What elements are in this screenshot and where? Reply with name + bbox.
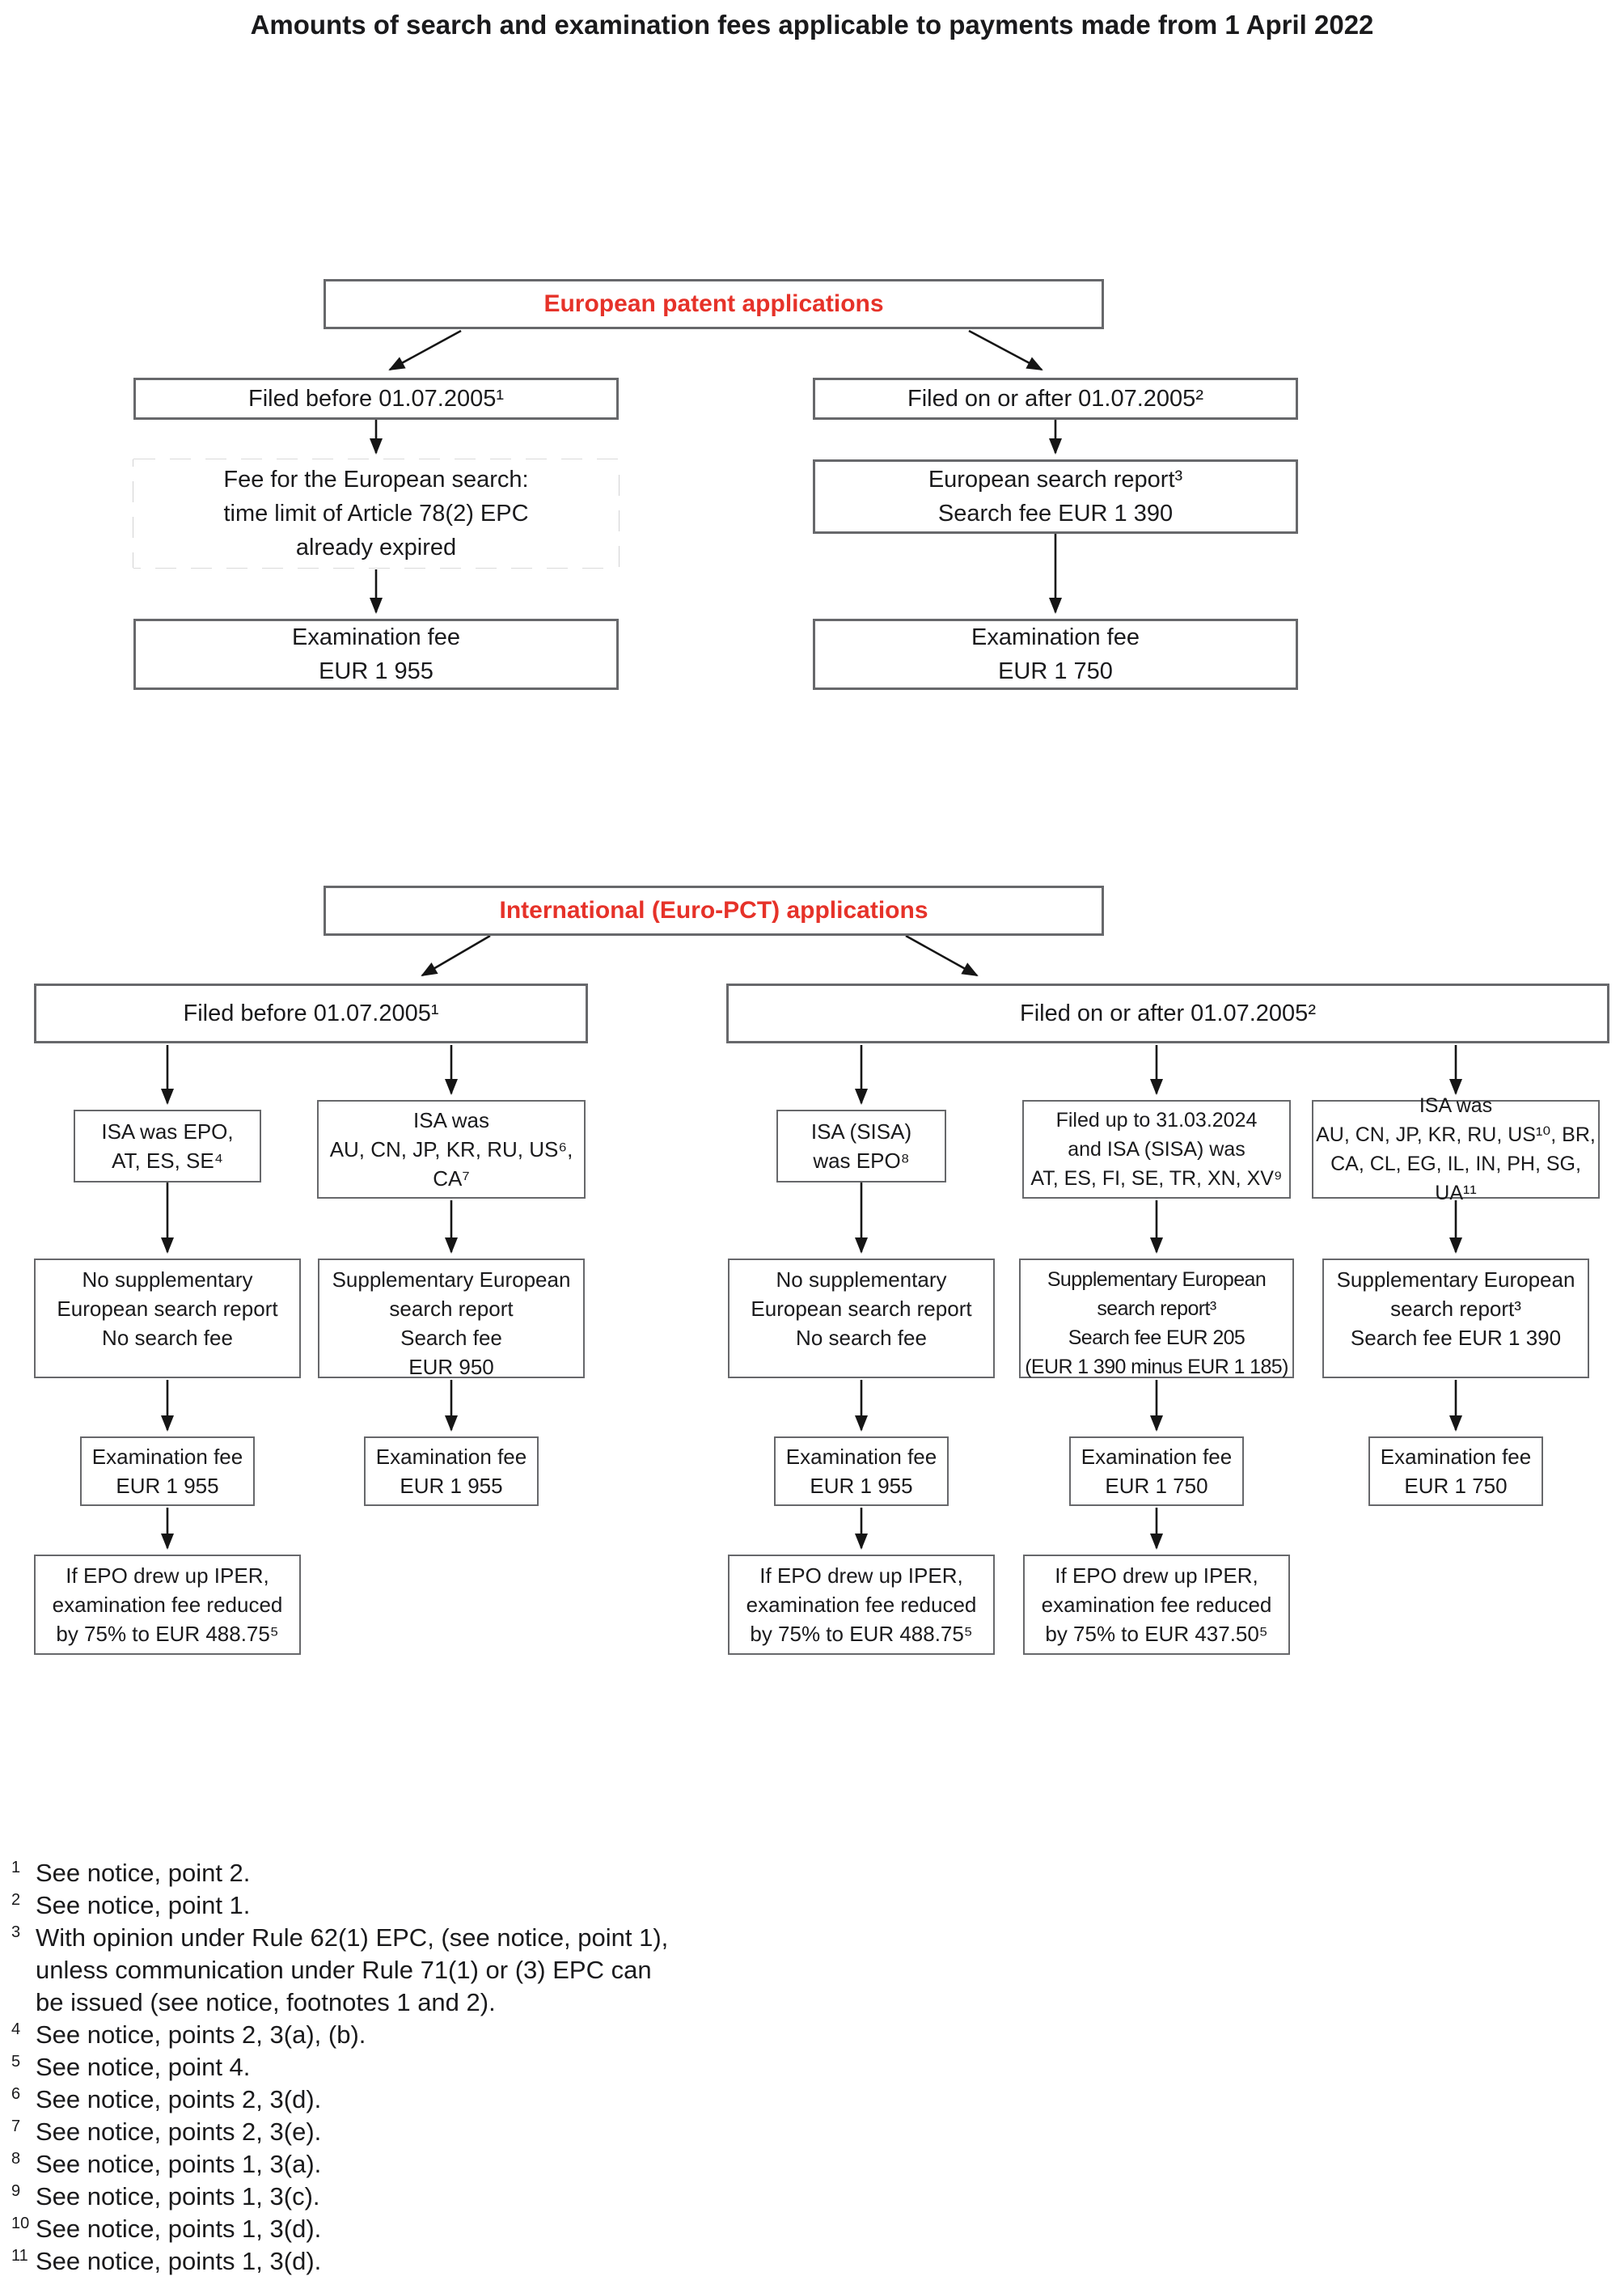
footnote-text: With opinion under Rule 62(1) EPC, (see … xyxy=(36,1923,669,2016)
footnote: 8 See notice, points 1, 3(a). xyxy=(6,2148,864,2181)
chart2-col2-isa-label: ISA was AU, CN, JP, KR, RU, US⁶, CA⁷ xyxy=(329,1108,573,1191)
chart2-col3-isa-label: ISA (SISA) was EPO⁸ xyxy=(810,1119,912,1173)
footnote-marker: 8 xyxy=(11,2150,21,2168)
chart1-search-report-label: European search report³ Search fee EUR 1… xyxy=(928,467,1183,527)
footnote-text: See notice, points 2, 3(d). xyxy=(36,2085,322,2113)
chart1-search-report-box: European search report³ Search fee EUR 1… xyxy=(813,459,1298,534)
chart2-col1-search-label: No supplementary European search report … xyxy=(57,1267,278,1350)
footnote: 3 With opinion under Rule 62(1) EPC, (se… xyxy=(6,1922,864,2019)
flow-arrow xyxy=(421,934,491,977)
chart2-col4-iper-label: If EPO drew up IPER, examination fee red… xyxy=(1041,1563,1272,1646)
footnote: 10 See notice, points 1, 3(d). xyxy=(6,2213,864,2245)
chart1-exam-fee-after-box: Examination fee EUR 1 750 xyxy=(813,619,1298,690)
footnote-text: See notice, points 1, 3(d). xyxy=(36,2215,322,2243)
chart2-filed-before-label: Filed before 01.07.2005¹ xyxy=(183,1001,439,1026)
chart2-col2-isa-box: ISA was AU, CN, JP, KR, RU, US⁶, CA⁷ xyxy=(317,1100,586,1199)
chart1-header-box: European patent applications xyxy=(324,279,1104,329)
chart1-search-expired-label: Fee for the European search: time limit … xyxy=(223,467,529,561)
footnote-marker: 3 xyxy=(11,1923,21,1941)
chart2-col5-isa-label: ISA was AU, CN, JP, KR, RU, US¹⁰, BR, CA… xyxy=(1316,1094,1596,1204)
chart1-header-label: European patent applications xyxy=(543,290,884,317)
flow-arrow xyxy=(905,934,979,977)
chart2-filed-after-box: Filed on or after 01.07.2005² xyxy=(726,984,1609,1043)
footnote-text: See notice, point 1. xyxy=(36,1891,251,1919)
footnote-marker: 7 xyxy=(11,2117,21,2135)
page-title: Amounts of search and examination fees a… xyxy=(250,10,1374,40)
footnote: 9 See notice, points 1, 3(c). xyxy=(6,2181,864,2213)
chart2-col1-exam-label: Examination fee EUR 1 955 xyxy=(91,1445,243,1498)
footnote-text: See notice, points 1, 3(d). xyxy=(36,2247,322,2275)
chart2-col3-isa-box: ISA (SISA) was EPO⁸ xyxy=(776,1110,946,1182)
footnote-marker: 4 xyxy=(11,2020,21,2038)
chart1-filed-after-box: Filed on or after 01.07.2005² xyxy=(813,378,1298,420)
chart2-header-box: International (Euro-PCT) applications xyxy=(324,886,1104,936)
footnote-text: See notice, points 2, 3(a), (b). xyxy=(36,2020,366,2049)
chart2-col2-exam-label: Examination fee EUR 1 955 xyxy=(375,1445,527,1498)
chart2-col1-isa-label: ISA was EPO, AT, ES, SE⁴ xyxy=(101,1119,234,1173)
chart2-col2-exam-box: Examination fee EUR 1 955 xyxy=(364,1436,539,1506)
footnote-text: See notice, points 1, 3(a). xyxy=(36,2150,322,2178)
chart2-col3-search-label: No supplementary European search report … xyxy=(751,1267,972,1350)
chart2-col5-exam-label: Examination fee EUR 1 750 xyxy=(1380,1445,1532,1498)
footnote-marker: 5 xyxy=(11,2053,21,2071)
chart2-col4-iper-box: If EPO drew up IPER, examination fee red… xyxy=(1023,1555,1290,1655)
footnote: 7 See notice, points 2, 3(e). xyxy=(6,2116,864,2148)
footnote-text: See notice, points 2, 3(e). xyxy=(36,2117,322,2146)
chart2-col5-search-box: Supplementary European search report³ Se… xyxy=(1322,1259,1589,1378)
chart2-col3-exam-label: Examination fee EUR 1 955 xyxy=(785,1445,937,1498)
chart2-col2-search-label: Supplementary European search report Sea… xyxy=(332,1267,571,1379)
chart2-col1-isa-box: ISA was EPO, AT, ES, SE⁴ xyxy=(74,1110,261,1182)
footnote: 11 See notice, points 1, 3(d). xyxy=(6,2245,864,2278)
chart1-search-expired-box: Fee for the European search: time limit … xyxy=(133,459,619,568)
chart2-col3-iper-label: If EPO drew up IPER, examination fee red… xyxy=(746,1563,977,1646)
footnote-marker: 9 xyxy=(11,2182,21,2200)
chart1-filed-before-label: Filed before 01.07.2005¹ xyxy=(248,386,504,412)
footnote: 5 See notice, point 4. xyxy=(6,2051,864,2084)
chart2-col3-search-box: No supplementary European search report … xyxy=(728,1259,995,1378)
footnote-text: See notice, point 2. xyxy=(36,1859,251,1887)
chart2-col1-exam-box: Examination fee EUR 1 955 xyxy=(80,1436,255,1506)
chart2-col5-search-label: Supplementary European search report³ Se… xyxy=(1336,1267,1575,1350)
chart2-col5-exam-box: Examination fee EUR 1 750 xyxy=(1368,1436,1543,1506)
chart2-col1-search-box: No supplementary European search report … xyxy=(34,1259,301,1378)
chart2-col4-search-box: Supplementary European search report³ Se… xyxy=(1019,1259,1294,1378)
footnote-text: See notice, points 1, 3(c). xyxy=(36,2182,320,2211)
footnote-marker: 6 xyxy=(11,2085,21,2103)
flow-arrow xyxy=(968,329,1043,371)
footnotes: 1 See notice, point 2. 2 See notice, poi… xyxy=(6,1857,864,2278)
chart2-col4-isa-label: Filed up to 31.03.2024 and ISA (SISA) wa… xyxy=(1030,1109,1283,1190)
chart2-filed-after-label: Filed on or after 01.07.2005² xyxy=(1020,1001,1316,1026)
chart1-filed-after-label: Filed on or after 01.07.2005² xyxy=(907,386,1203,412)
chart1-exam-fee-after-label: Examination fee EUR 1 750 xyxy=(971,624,1140,684)
footnote-marker: 1 xyxy=(11,1859,21,1876)
footnote-marker: 2 xyxy=(11,1891,21,1909)
chart2-col4-isa-box: Filed up to 31.03.2024 and ISA (SISA) wa… xyxy=(1022,1100,1291,1199)
chart2-col1-iper-label: If EPO drew up IPER, examination fee red… xyxy=(52,1563,283,1646)
footnote-text: See notice, point 4. xyxy=(36,2053,251,2081)
chart2-col3-exam-box: Examination fee EUR 1 955 xyxy=(774,1436,949,1506)
chart2-filed-before-box: Filed before 01.07.2005¹ xyxy=(34,984,588,1043)
footnote-marker: 10 xyxy=(11,2215,30,2232)
footnote: 6 See notice, points 2, 3(d). xyxy=(6,2084,864,2116)
chart2-col4-exam-label: Examination fee EUR 1 750 xyxy=(1081,1445,1233,1498)
footnote: 1 See notice, point 2. xyxy=(6,1857,864,1889)
chart2-header-label: International (Euro-PCT) applications xyxy=(499,897,928,924)
chart2-col1-iper-box: If EPO drew up IPER, examination fee red… xyxy=(34,1555,301,1655)
chart2-col3-iper-box: If EPO drew up IPER, examination fee red… xyxy=(728,1555,995,1655)
chart1-exam-fee-before-box: Examination fee EUR 1 955 xyxy=(133,619,619,690)
chart1-filed-before-box: Filed before 01.07.2005¹ xyxy=(133,378,619,420)
footnote: 2 See notice, point 1. xyxy=(6,1889,864,1922)
flow-arrow xyxy=(388,329,462,371)
chart2-col5-isa-box: ISA was AU, CN, JP, KR, RU, US¹⁰, BR, CA… xyxy=(1312,1094,1600,1204)
footnote-marker: 11 xyxy=(11,2247,28,2265)
chart2-col4-exam-box: Examination fee EUR 1 750 xyxy=(1069,1436,1244,1506)
chart2-col2-search-box: Supplementary European search report Sea… xyxy=(318,1259,585,1379)
footnote: 4 See notice, points 2, 3(a), (b). xyxy=(6,2019,864,2051)
chart2-col4-search-label: Supplementary European search report³ Se… xyxy=(1025,1268,1288,1378)
chart1-exam-fee-before-label: Examination fee EUR 1 955 xyxy=(292,624,460,684)
